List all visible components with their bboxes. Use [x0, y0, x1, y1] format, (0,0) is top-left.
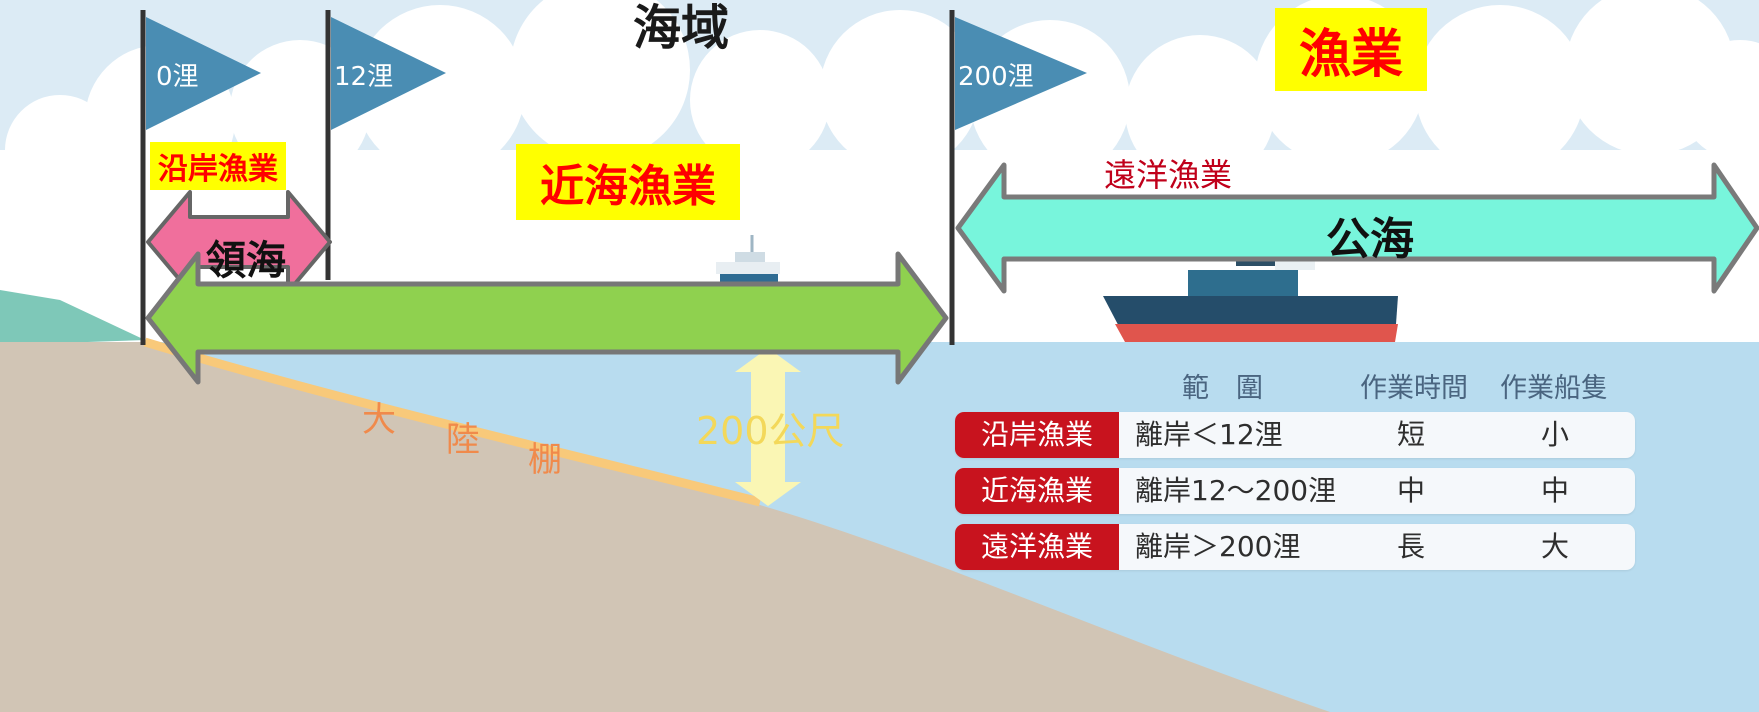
table-row: 遠洋漁業 離岸＞200浬 長 大 [955, 524, 1635, 570]
row-vessel: 中 [1541, 474, 1570, 507]
offshore-fishery-label: 近海漁業 [516, 144, 740, 220]
small-boat [716, 235, 780, 284]
flag-label-200: 200浬 [958, 62, 1034, 92]
fishery-title: 漁業 [1275, 8, 1428, 91]
header-vessel: 作業船隻 [1500, 373, 1608, 404]
coastal-fishery-label: 沿岸漁業 [150, 142, 286, 190]
shelf-char-1: 大 [362, 400, 396, 440]
row-name: 沿岸漁業 [955, 412, 1119, 458]
flag-poles [140, 10, 955, 345]
row-name: 近海漁業 [955, 468, 1119, 514]
continental-shelf-band [143, 337, 762, 507]
row-range: 離岸12～200浬 [1135, 474, 1337, 507]
flag-label-12: 12浬 [334, 62, 394, 92]
sea-area-title: 海域 [633, 0, 730, 56]
flags [146, 17, 1087, 130]
high-seas-label: 公海 [1326, 214, 1414, 265]
header-range: 範 圍 [1182, 373, 1263, 404]
row-range: 離岸＞200浬 [1135, 530, 1301, 563]
table-row: 沿岸漁業 離岸＜12浬 短 小 [955, 412, 1635, 458]
high-seas-arrow [955, 162, 1759, 294]
row-range: 離岸＜12浬 [1135, 418, 1283, 451]
row-time: 中 [1397, 474, 1426, 507]
big-boat [1103, 252, 1398, 342]
distant-fishery-label: 遠洋漁業 [1104, 156, 1233, 194]
row-time: 短 [1397, 418, 1426, 451]
shelf-char-3: 棚 [528, 440, 562, 480]
land [0, 342, 1330, 712]
shelf-char-2: 陸 [446, 420, 480, 460]
flag-label-0: 0浬 [156, 62, 199, 92]
header-time: 作業時間 [1360, 373, 1468, 404]
depth-arrow [735, 348, 801, 506]
fishery-comparison-table: 範 圍 作業時間 作業船隻 沿岸漁業 離岸＜12浬 短 小 近海漁業 離岸12～… [955, 362, 1635, 580]
row-time: 長 [1397, 530, 1426, 563]
depth-label: 200公尺 [696, 409, 845, 453]
territorial-sea-label: 領海 [206, 238, 286, 284]
offshore-fishery-arrow [145, 251, 949, 385]
row-name: 遠洋漁業 [955, 524, 1119, 570]
row-vessel: 大 [1541, 530, 1570, 563]
table-row: 近海漁業 離岸12～200浬 中 中 [955, 468, 1635, 514]
hill [0, 290, 145, 345]
row-vessel: 小 [1541, 418, 1570, 451]
table-header: 範 圍 作業時間 作業船隻 [955, 362, 1635, 412]
